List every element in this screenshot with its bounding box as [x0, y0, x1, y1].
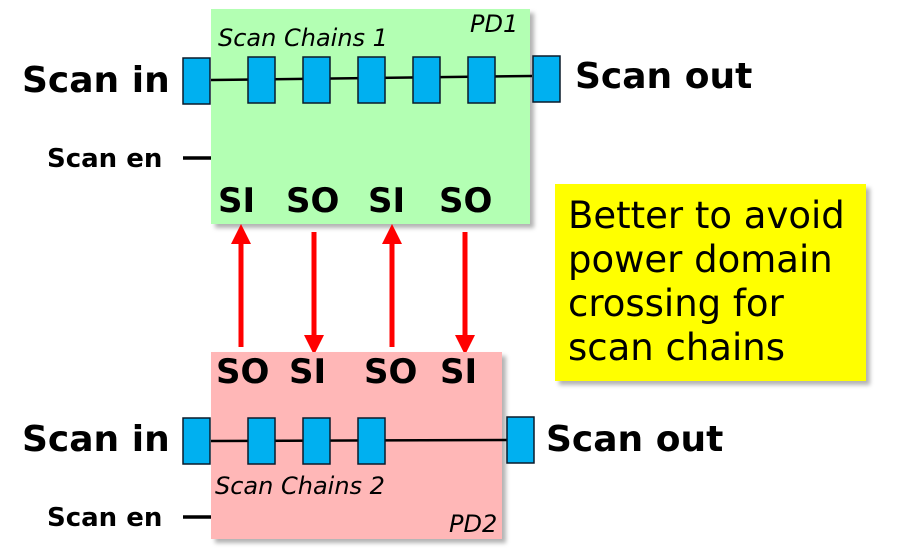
pd1-port-so-1: SO	[286, 181, 339, 221]
pd2-port-si-2: SI	[440, 352, 477, 392]
pd2-scan-en-label: Scan en	[47, 503, 162, 533]
note-box	[555, 184, 866, 381]
note-line-4: scan chains	[568, 326, 785, 369]
pd1-flop	[412, 56, 441, 104]
pd1-scan-out-label: Scan out	[575, 56, 752, 97]
pd2-scan-in-label: Scan in	[22, 419, 170, 460]
pd2-scan-out-label: Scan out	[546, 419, 723, 460]
pd2-chain-label: Scan Chains 2	[215, 472, 385, 500]
note-line-1: Better to avoid	[568, 194, 845, 237]
pd2-scan-out-flop	[506, 416, 535, 464]
pd1-port-so-2: SO	[439, 181, 492, 221]
pd2-flop	[357, 417, 386, 465]
note-line-2: power domain	[568, 238, 833, 281]
pd2-port-si-1: SI	[289, 352, 326, 392]
pd1-flop	[302, 56, 331, 104]
pd1-flop	[467, 56, 496, 104]
pd2-port-so-2: SO	[364, 352, 417, 392]
pd2-flop	[247, 417, 276, 465]
pd2-name: PD2	[449, 510, 497, 538]
pd1-scan-in-label: Scan in	[22, 60, 170, 101]
pd1-scan-out-flop	[532, 55, 561, 103]
pd2-scan-in-flop	[182, 417, 211, 465]
pd1-scan-in-flop	[182, 57, 211, 105]
pd1-name: PD1	[470, 10, 518, 38]
note-line-3: crossing for	[568, 282, 785, 325]
pd1-port-si-1: SI	[218, 181, 255, 221]
pd1-block	[211, 9, 530, 224]
pd2-flop	[302, 417, 331, 465]
pd1-flop	[247, 56, 276, 104]
pd2-port-so-1: SO	[216, 352, 269, 392]
pd1-scan-en-label: Scan en	[47, 144, 162, 174]
pd1-flop	[357, 56, 386, 104]
pd1-port-si-2: SI	[368, 181, 405, 221]
pd1-chain-label: Scan Chains 1	[218, 24, 388, 52]
